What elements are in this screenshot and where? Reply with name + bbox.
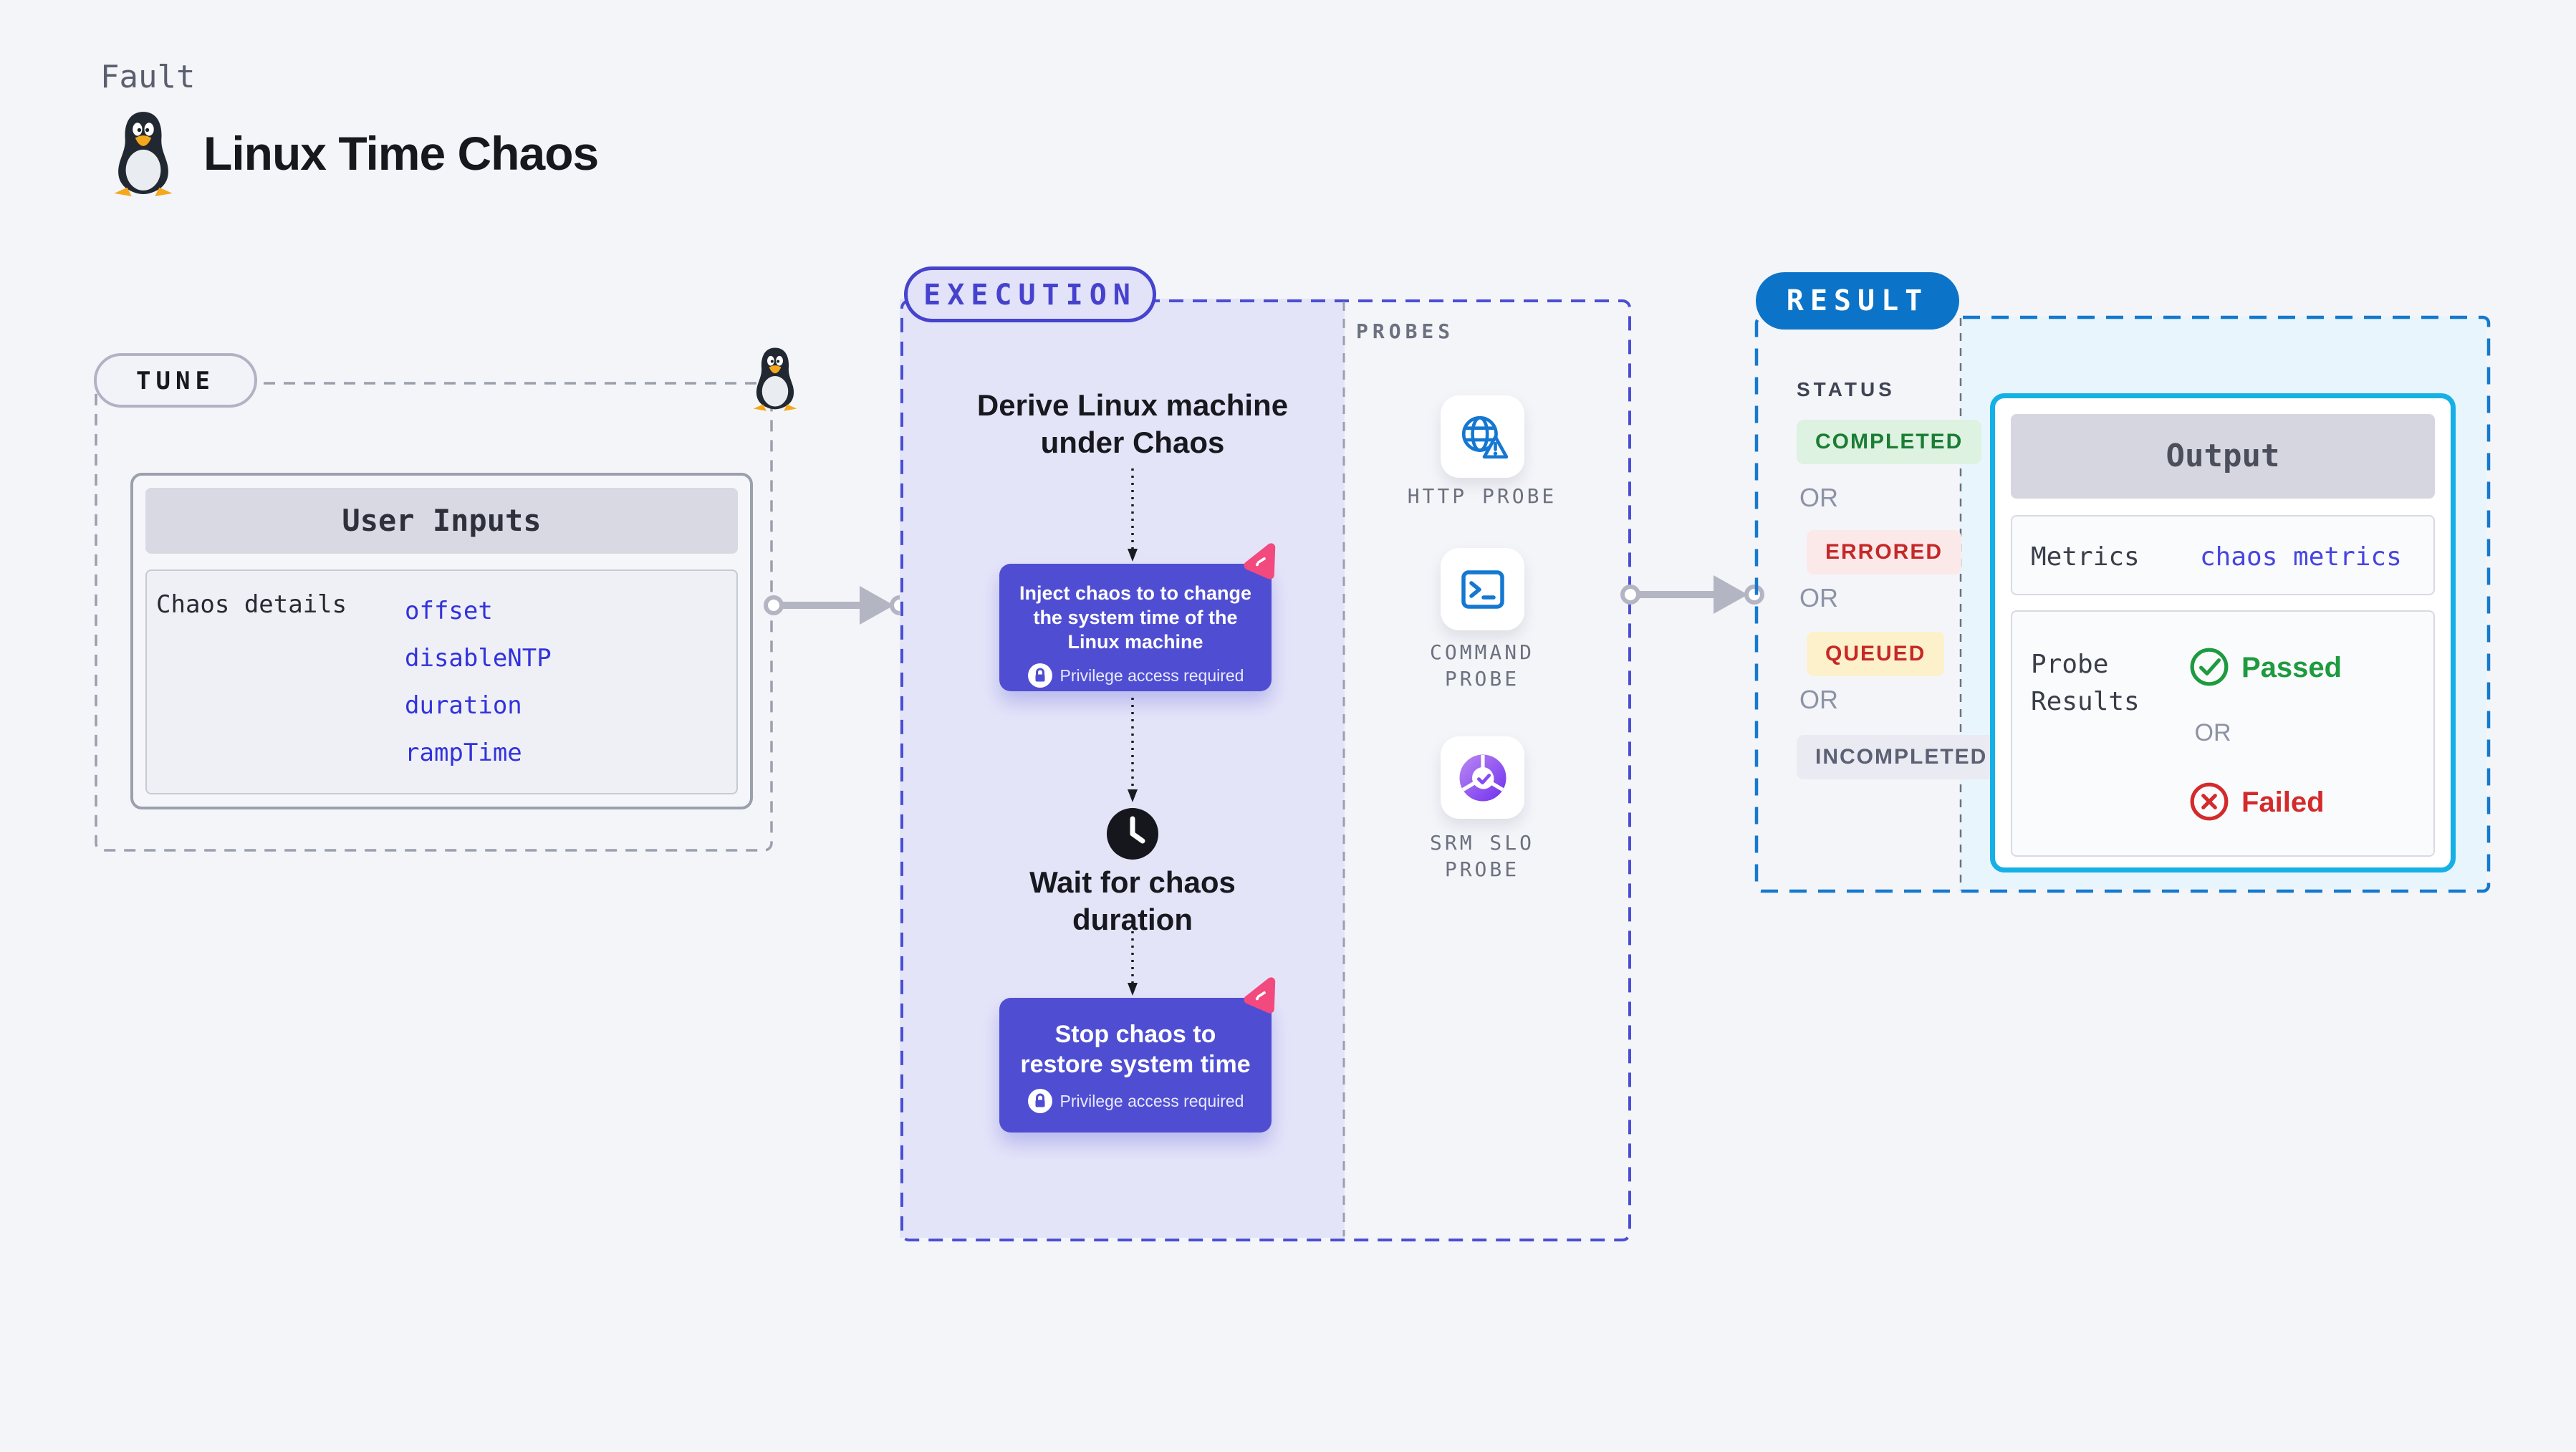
result-divider	[1959, 318, 1962, 890]
tux-penguin-icon	[114, 112, 173, 196]
command-probe-label: COMMAND PROBE	[1429, 640, 1534, 691]
tune-to-execution-arrow-line	[778, 602, 865, 609]
stop-chaos-text: Stop chaos to restore system time	[1020, 1021, 1251, 1078]
globe-alert-icon	[1461, 415, 1508, 458]
output-title: Output	[2011, 414, 2435, 499]
or-separator: OR	[1799, 685, 1838, 714]
probe-results-label: Probe Results	[2031, 650, 2140, 716]
status-badge-incompleted: INCOMPLETED	[1797, 735, 2007, 779]
failed-label: Failed	[2241, 787, 2325, 818]
metrics-label: Metrics	[2031, 542, 2140, 572]
metrics-value-link[interactable]: chaos metrics	[2200, 542, 2402, 572]
user-inputs-title: User Inputs	[145, 488, 738, 554]
param-link-disablentp[interactable]: disableNTP	[405, 644, 552, 673]
privilege-note: Privilege access required	[1059, 1091, 1244, 1110]
failed-x-icon	[2190, 782, 2229, 821]
execution-to-result-arrow-line	[1635, 591, 1719, 598]
probes-divider	[1342, 302, 1345, 1236]
or-separator: OR	[1799, 483, 1838, 512]
step-inject-chaos-node: Inject chaos to to change the system tim…	[999, 564, 1272, 691]
tune-pill: TUNE	[94, 353, 257, 408]
clock-icon	[1107, 808, 1158, 860]
result-input-port	[1744, 585, 1764, 605]
param-link-ramptime[interactable]: rampTime	[405, 739, 522, 767]
tune-boundary	[95, 382, 773, 852]
execution-boundary	[900, 299, 1631, 1241]
chaos-details-label: Chaos details	[156, 590, 347, 619]
command-probe-card	[1441, 548, 1524, 630]
status-badge-completed: COMPLETED	[1797, 420, 1982, 464]
chaos-pink-icon	[1244, 977, 1276, 1014]
passed-label: Passed	[2241, 652, 2342, 683]
inject-chaos-text: Inject chaos to to change the system tim…	[1019, 582, 1252, 653]
terminal-icon	[1461, 569, 1504, 609]
user-inputs-body	[145, 569, 738, 794]
step-stop-chaos-node: Stop chaos to restore system time Privil…	[999, 998, 1272, 1133]
param-link-offset[interactable]: offset	[405, 597, 493, 625]
probe-results-row: Probe Results Passed OR Failed	[2011, 610, 2435, 857]
output-card: Output Metrics chaos metrics Probe Resul…	[1990, 393, 2456, 872]
execution-output-port	[1620, 585, 1640, 605]
metrics-row: Metrics chaos metrics	[2011, 515, 2435, 595]
flow-arrow-down-2	[1128, 698, 1138, 802]
flow-arrow-down-3	[1128, 931, 1138, 996]
fault-kicker: Fault	[100, 59, 196, 95]
chaos-pink-icon	[1244, 543, 1276, 580]
slo-donut-icon	[1459, 754, 1506, 801]
status-badge-errored: ERRORED	[1807, 530, 1962, 574]
result-pill: RESULT	[1756, 272, 1959, 330]
lock-icon	[1027, 663, 1052, 688]
lock-icon	[1027, 1089, 1052, 1113]
or-separator: OR	[2194, 719, 2231, 746]
execution-pill: EXECUTION	[904, 266, 1156, 322]
status-heading: STATUS	[1797, 378, 1895, 400]
tune-to-execution-arrow-head	[860, 586, 894, 625]
param-link-duration[interactable]: duration	[405, 691, 522, 720]
tux-penguin-small-icon	[753, 347, 797, 411]
probes-heading: PROBES	[1356, 319, 1455, 343]
step-wait-duration: Wait for chaos duration	[1029, 865, 1236, 936]
tune-output-port	[764, 595, 784, 615]
result-boundary	[1754, 315, 2491, 893]
chaos-params-list: offset disableNTP duration rampTime	[405, 587, 552, 777]
http-probe-label: HTTP PROBE	[1407, 484, 1557, 508]
http-probe-card	[1441, 395, 1524, 478]
execution-to-result-arrow-head	[1714, 575, 1748, 614]
page-title: Linux Time Chaos	[203, 127, 599, 180]
srm-slo-probe-label: SRM SLO PROBE	[1429, 831, 1534, 881]
step-derive-machine: Derive Linux machine under Chaos	[976, 388, 1289, 459]
srm-slo-probe-card	[1441, 736, 1524, 819]
flow-arrow-down-1	[1128, 468, 1138, 562]
passed-check-icon	[2190, 648, 2229, 686]
status-badge-queued: QUEUED	[1807, 632, 1945, 676]
privilege-note: Privilege access required	[1059, 665, 1244, 685]
or-separator: OR	[1799, 583, 1838, 612]
